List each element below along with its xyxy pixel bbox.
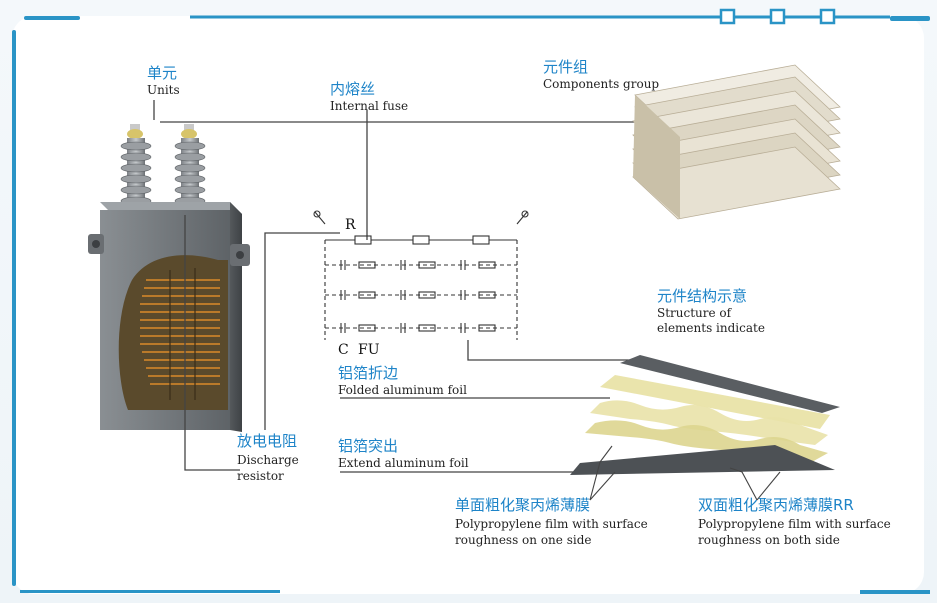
single-side-film-label-en-2: roughness on one side [455, 533, 592, 547]
top-decoration [190, 8, 890, 25]
film-structure-illustration [570, 355, 840, 475]
components-group-illustration [632, 64, 841, 220]
leader-structure [467, 340, 650, 361]
structure-label-en-2: elements indicate [657, 321, 765, 335]
leader-discharge-resistor [184, 215, 240, 471]
circuit-label-c: C [338, 342, 349, 358]
units-label-en: Units [147, 83, 180, 97]
fuse-3-1 [358, 324, 376, 332]
fuse-2-1 [358, 291, 376, 299]
discharge-resistor-label-en-2: resistor [237, 469, 284, 483]
film-layer-2 [590, 400, 828, 445]
single-side-film-label-cn: 单面粗化聚丙烯薄膜 [455, 496, 591, 514]
frame-accent-bottom-right [860, 590, 930, 594]
units-label-cn: 单元 [147, 64, 178, 82]
fuse-1-2 [418, 261, 436, 269]
capacitor-unit-illustration [88, 124, 250, 432]
bushing-left [120, 124, 152, 208]
cutaway-window [118, 255, 228, 410]
structure-label-cn: 元件结构示意 [657, 287, 748, 305]
frame-accent-right-top [890, 16, 930, 21]
components-group-label-en: Components group [543, 77, 660, 91]
internal-fuse-label-cn: 内熔丝 [330, 80, 376, 98]
circuit-label-fu: FU [358, 342, 380, 358]
leader-discharge-resistor-2 [264, 232, 340, 430]
deco-square-1 [719, 8, 736, 25]
frame-accent-left [12, 30, 16, 586]
frame-accent-top-left [24, 16, 80, 20]
discharge-resistor-label-cn: 放电电阻 [237, 432, 298, 450]
frame-accent-bottom-left [20, 590, 280, 593]
fuse-3-3 [478, 324, 496, 332]
internal-fuse-label-en: Internal fuse [330, 99, 409, 113]
deco-square-2 [769, 8, 786, 25]
extend-foil-label-en: Extend aluminum foil [338, 456, 469, 470]
fuse-1-3 [478, 261, 496, 269]
folded-foil-label-cn: 铝箔折边 [338, 364, 399, 382]
double-side-film-label-en-1: Polypropylene film with surface [698, 517, 891, 531]
bottom-foil-layer [570, 445, 835, 475]
discharge-resistor-label-en-1: Discharge [237, 453, 299, 467]
structure-label-en-1: Structure of [657, 306, 732, 320]
fuse-2-3 [478, 291, 496, 299]
circuit-schematic [313, 210, 529, 340]
fuse-2-2 [418, 291, 436, 299]
components-group-label-cn: 元件组 [543, 58, 589, 76]
top-foil-layer [620, 355, 840, 413]
fuse-3-2 [418, 324, 436, 332]
film-layer-1 [600, 375, 830, 429]
double-side-film-label-cn: 双面粗化聚丙烯薄膜RR [698, 496, 854, 514]
double-side-film-label-en-2: roughness on both side [698, 533, 840, 547]
circuit-label-r: R [345, 217, 356, 233]
internal-elements [140, 279, 220, 385]
single-side-film-label-en-1: Polypropylene film with surface [455, 517, 648, 531]
deco-square-3 [819, 8, 836, 25]
fuse-1-1 [358, 261, 376, 269]
folded-foil-label-en: Folded aluminum foil [338, 383, 467, 397]
extend-foil-label-cn: 铝箔突出 [338, 437, 399, 455]
